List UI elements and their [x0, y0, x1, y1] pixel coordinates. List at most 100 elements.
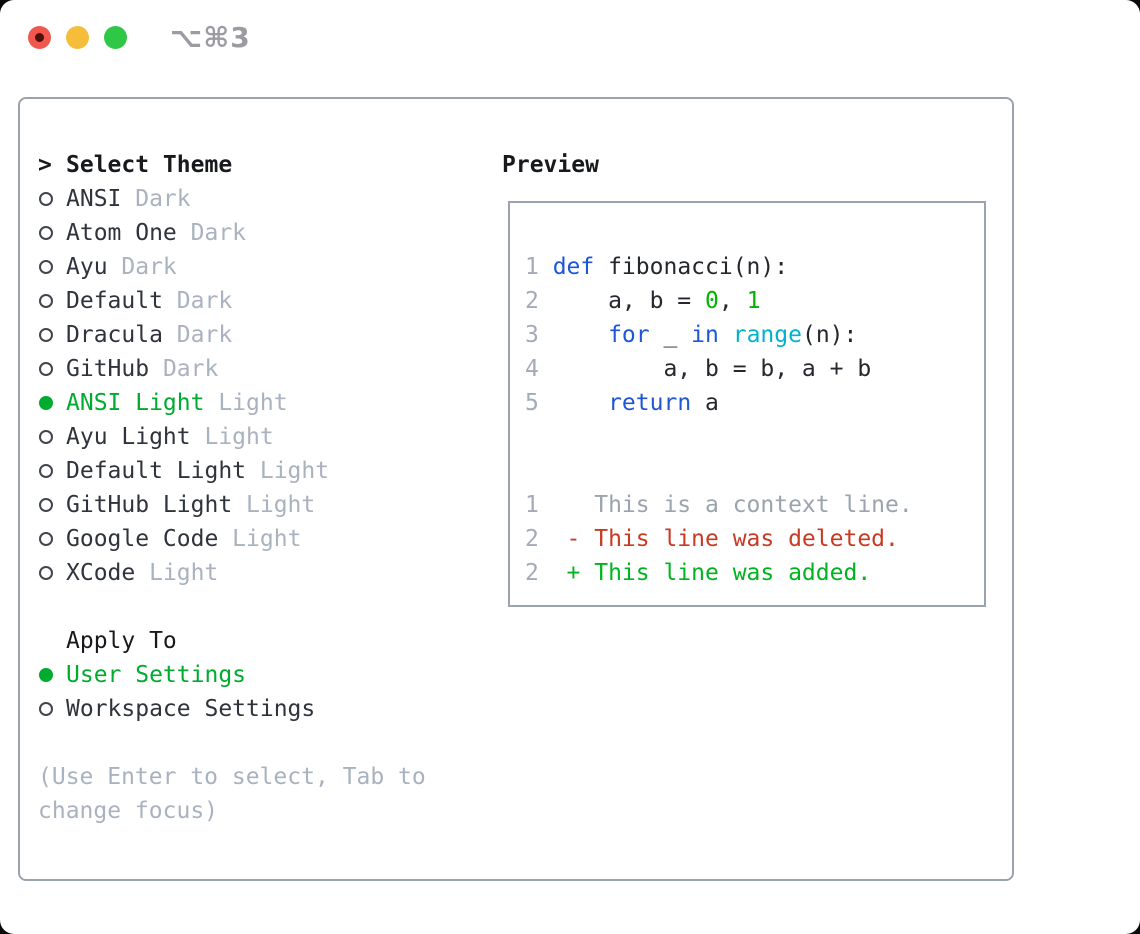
- theme-name: Dracula: [66, 322, 163, 348]
- radio-icon: [39, 430, 53, 444]
- pointer-icon: >: [38, 152, 52, 178]
- line-number: 4: [525, 356, 539, 382]
- theme-variant: Light: [218, 526, 302, 552]
- theme-list-item[interactable]: XCode Light: [38, 556, 438, 590]
- diff-text: - This line was deleted.: [552, 526, 899, 552]
- theme-list-item[interactable]: ANSI Dark: [38, 182, 438, 216]
- theme-variant: Light: [190, 424, 274, 450]
- theme-list-item[interactable]: Default Light Light: [38, 454, 438, 488]
- theme-name: Ayu: [66, 254, 108, 280]
- code-token: [719, 322, 733, 348]
- theme-variant: Dark: [121, 186, 191, 212]
- theme-name: GitHub: [66, 356, 150, 382]
- code-token: fibonacci(n):: [594, 254, 789, 280]
- theme-list-item[interactable]: Dracula Dark: [38, 318, 438, 352]
- spacer: [525, 420, 984, 488]
- theme-column: >Select Theme ANSI Dark Atom One Dark Ay…: [38, 148, 438, 828]
- radio-icon: [39, 396, 53, 410]
- radio-icon: [39, 192, 53, 206]
- option-label: Workspace Settings: [66, 696, 316, 722]
- radio-icon: [39, 328, 53, 342]
- theme-list-item[interactable]: Google Code Light: [38, 522, 438, 556]
- spacer: [38, 590, 438, 624]
- radio-icon: [39, 294, 53, 308]
- code-token: [553, 322, 608, 348]
- theme-list-item[interactable]: GitHub Dark: [38, 352, 438, 386]
- apply-to-header: Apply To: [38, 624, 438, 658]
- theme-name: XCode: [66, 560, 136, 586]
- theme-list-item[interactable]: Ayu Dark: [38, 250, 438, 284]
- select-theme-header: >Select Theme: [38, 148, 438, 182]
- spacer: [38, 726, 438, 760]
- theme-name: ANSI: [66, 186, 122, 212]
- traffic-lights: [28, 26, 127, 49]
- theme-variant: Light: [204, 390, 288, 416]
- diff-line: 2 - This line was deleted.: [525, 522, 984, 556]
- theme-variant: Light: [135, 560, 219, 586]
- diff-line: 1 This is a context line.: [525, 488, 984, 522]
- theme-variant: Dark: [107, 254, 177, 280]
- code-token: in: [691, 322, 719, 348]
- theme-variant: Light: [232, 492, 316, 518]
- theme-list: ANSI Dark Atom One Dark Ayu Dark Default…: [38, 182, 438, 590]
- diff-text: This is a context line.: [552, 492, 913, 518]
- theme-variant: Dark: [149, 356, 219, 382]
- code-token: range: [732, 322, 802, 348]
- line-number: 5: [525, 390, 539, 416]
- code-line: 1 def fibonacci(n):: [525, 250, 984, 284]
- radio-icon: [39, 668, 53, 682]
- theme-variant: Light: [246, 458, 330, 484]
- theme-name: ANSI Light: [66, 390, 205, 416]
- radio-icon: [39, 532, 53, 546]
- line-number: 3: [525, 322, 539, 348]
- diff-line: 2 + This line was added.: [525, 556, 984, 590]
- apply-to-options: User Settings Workspace Settings: [38, 658, 438, 726]
- theme-variant: Dark: [176, 220, 247, 246]
- theme-name: Default Light: [66, 458, 247, 484]
- theme-list-item[interactable]: Ayu Light Light: [38, 420, 438, 454]
- line-number: 2: [525, 288, 539, 314]
- apply-to-option[interactable]: Workspace Settings: [38, 692, 438, 726]
- theme-name: GitHub Light: [66, 492, 233, 518]
- close-button[interactable]: [28, 26, 51, 49]
- code-token: a, b =: [552, 288, 706, 314]
- preview-header: Preview: [502, 148, 599, 182]
- theme-name: Ayu Light: [66, 424, 191, 450]
- theme-variant: Dark: [162, 288, 233, 314]
- theme-name: Atom One: [66, 220, 177, 246]
- theme-name: Google Code: [66, 526, 219, 552]
- theme-list-item[interactable]: ANSI Light Light: [38, 386, 438, 420]
- code-token: 0: [705, 288, 719, 314]
- zoom-button[interactable]: [104, 26, 127, 49]
- window-title: ⌥⌘3: [170, 21, 251, 54]
- code-token: def: [552, 254, 595, 280]
- apply-to-title: Apply To: [66, 628, 177, 654]
- line-number: 1: [525, 254, 539, 280]
- minimize-button[interactable]: [66, 26, 89, 49]
- line-number: 2: [525, 526, 539, 552]
- code-line: 4 a, b = b, a + b: [525, 352, 984, 386]
- code-token: 1: [746, 288, 761, 314]
- radio-icon: [39, 498, 53, 512]
- radio-icon: [39, 362, 53, 376]
- theme-picker-panel: >Select Theme ANSI Dark Atom One Dark Ay…: [18, 97, 1014, 881]
- theme-list-item[interactable]: Atom One Dark: [38, 216, 438, 250]
- theme-variant: Dark: [162, 322, 233, 348]
- titlebar: ⌥⌘3: [0, 0, 1140, 78]
- radio-icon: [39, 464, 53, 478]
- theme-list-item[interactable]: Default Dark: [38, 284, 438, 318]
- option-label: User Settings: [66, 662, 247, 688]
- theme-list-item[interactable]: GitHub Light Light: [38, 488, 438, 522]
- help-text: (Use Enter to select, Tab to change focu…: [38, 764, 426, 824]
- radio-icon: [39, 566, 53, 580]
- preview-title: Preview: [502, 152, 599, 178]
- diff-text: + This line was added.: [552, 560, 872, 586]
- radio-icon: [39, 702, 53, 716]
- code-token: ,: [718, 288, 747, 314]
- line-number: 1: [525, 492, 539, 518]
- code-token: a: [691, 390, 719, 416]
- apply-to-option[interactable]: User Settings: [38, 658, 438, 692]
